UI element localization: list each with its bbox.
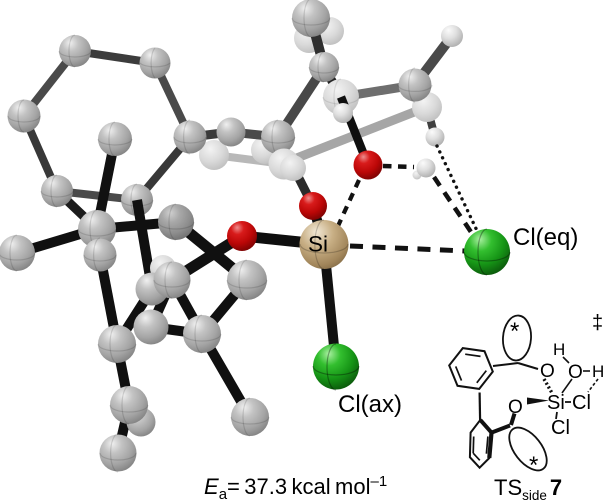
svg-text:*: *: [510, 318, 519, 345]
svg-text:O: O: [568, 362, 583, 383]
svg-text:O: O: [508, 397, 523, 418]
svg-text:O: O: [540, 361, 555, 382]
svg-text:Ea= 37.3 kcal mol–1: Ea= 37.3 kcal mol–1: [204, 473, 387, 502]
svg-text:Si: Si: [308, 232, 328, 257]
svg-text:Cl: Cl: [551, 417, 570, 439]
svg-text:H: H: [592, 362, 604, 381]
svg-text:Cl: Cl: [572, 392, 591, 414]
svg-text:H: H: [553, 340, 565, 359]
svg-text:Cl(ax): Cl(ax): [338, 391, 402, 418]
svg-text:*: *: [529, 452, 538, 479]
svg-text:‡: ‡: [592, 312, 603, 334]
svg-text:Cl(eq): Cl(eq): [513, 224, 578, 251]
svg-text:Si: Si: [547, 392, 565, 414]
